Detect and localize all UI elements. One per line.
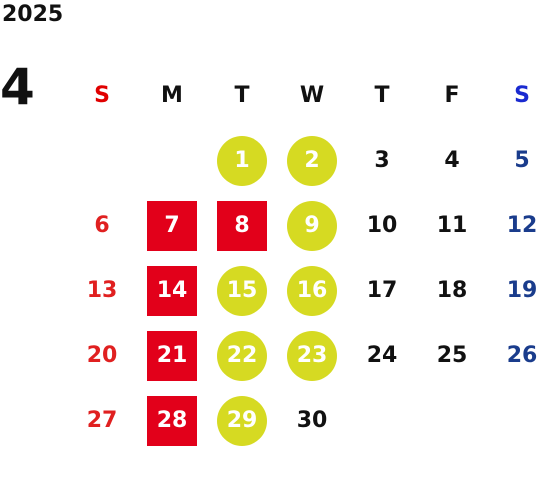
day-cell[interactable]: 17 xyxy=(347,258,417,323)
red-square-marker: 14 xyxy=(147,265,197,316)
day-cell[interactable]: 6 xyxy=(67,193,137,258)
red-square-marker: 21 xyxy=(147,330,197,381)
day-number: 6 xyxy=(94,213,110,238)
day-cell[interactable]: 19 xyxy=(487,258,548,323)
day-cell[interactable]: 11 xyxy=(417,193,487,258)
day-cell[interactable]: 4 xyxy=(417,128,487,193)
day-cell[interactable] xyxy=(417,388,487,453)
day-cell[interactable]: 2 xyxy=(277,128,347,193)
day-number: 4 xyxy=(444,148,460,173)
day-cell[interactable]: 21 xyxy=(137,323,207,388)
day-cell[interactable]: 15 xyxy=(207,258,277,323)
day-number: 5 xyxy=(514,148,530,173)
day-cell[interactable]: 10 xyxy=(347,193,417,258)
day-cell[interactable] xyxy=(67,128,137,193)
day-cell[interactable]: 30 xyxy=(277,388,347,453)
red-square-marker: 28 xyxy=(147,395,197,446)
weekday-header-tue: T xyxy=(234,83,250,108)
day-number: 3 xyxy=(374,148,390,173)
day-number: 20 xyxy=(86,343,118,368)
yellow-circle-marker: 9 xyxy=(287,200,337,251)
yellow-circle-marker: 22 xyxy=(217,330,267,381)
day-cell[interactable]: 26 xyxy=(487,323,548,388)
day-cell[interactable] xyxy=(137,128,207,193)
day-number: 27 xyxy=(86,408,118,433)
weekday-header-fri: F xyxy=(444,83,460,108)
day-cell[interactable]: 9 xyxy=(277,193,347,258)
day-cell[interactable]: 22 xyxy=(207,323,277,388)
weekday-header-thu: T xyxy=(374,83,390,108)
day-cell[interactable]: 5 xyxy=(487,128,548,193)
day-number: 10 xyxy=(366,213,398,238)
yellow-circle-marker: 16 xyxy=(287,265,337,316)
day-cell[interactable]: 27 xyxy=(67,388,137,453)
yellow-circle-marker: 2 xyxy=(287,135,337,186)
day-number: 26 xyxy=(506,343,538,368)
yellow-circle-marker: 15 xyxy=(217,265,267,316)
yellow-circle-marker: 1 xyxy=(217,135,267,186)
day-number: 17 xyxy=(366,278,398,303)
weekday-header-mon: M xyxy=(161,83,183,108)
day-number: 18 xyxy=(436,278,468,303)
day-number: 12 xyxy=(506,213,538,238)
day-cell[interactable]: 3 xyxy=(347,128,417,193)
day-number: 24 xyxy=(366,343,398,368)
red-square-marker: 7 xyxy=(147,200,197,251)
day-number: 11 xyxy=(436,213,468,238)
day-cell[interactable]: 28 xyxy=(137,388,207,453)
day-number: 30 xyxy=(296,408,328,433)
day-cell[interactable] xyxy=(487,388,548,453)
day-cell[interactable]: 20 xyxy=(67,323,137,388)
day-cell[interactable] xyxy=(347,388,417,453)
day-cell[interactable]: 23 xyxy=(277,323,347,388)
day-number: 25 xyxy=(436,343,468,368)
weekday-header-wed: W xyxy=(299,83,325,108)
day-cell[interactable]: 25 xyxy=(417,323,487,388)
red-square-marker: 8 xyxy=(217,200,267,251)
weekday-header-sat: S xyxy=(514,83,530,108)
day-cell[interactable]: 18 xyxy=(417,258,487,323)
month-number: 4 xyxy=(0,58,35,116)
day-number: 19 xyxy=(506,278,538,303)
weekday-header-sun: S xyxy=(94,83,110,108)
day-number: 13 xyxy=(86,278,118,303)
day-cell[interactable]: 12 xyxy=(487,193,548,258)
day-cell[interactable]: 7 xyxy=(137,193,207,258)
day-cell[interactable]: 14 xyxy=(137,258,207,323)
year-label: 2025 xyxy=(2,2,64,27)
day-cell[interactable]: 24 xyxy=(347,323,417,388)
day-cell[interactable]: 8 xyxy=(207,193,277,258)
day-cell[interactable]: 13 xyxy=(67,258,137,323)
yellow-circle-marker: 29 xyxy=(217,395,267,446)
yellow-circle-marker: 23 xyxy=(287,330,337,381)
day-cell[interactable]: 29 xyxy=(207,388,277,453)
day-cell[interactable]: 1 xyxy=(207,128,277,193)
day-cell[interactable]: 16 xyxy=(277,258,347,323)
